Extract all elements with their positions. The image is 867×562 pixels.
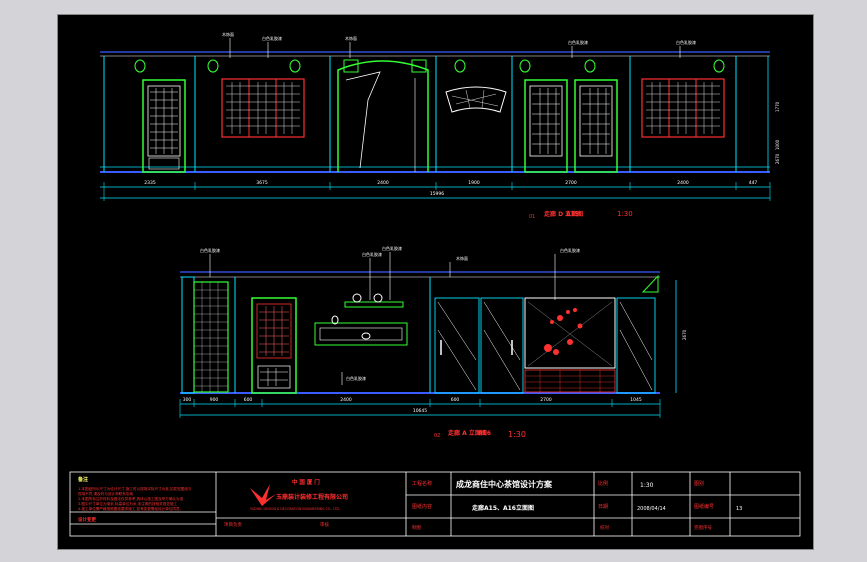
signoff-label: 审核: [320, 521, 329, 528]
lattice-door-right-2: [574, 79, 618, 173]
lattice-door-left: [142, 79, 186, 173]
elevation-title: 走廊 A 立面图: [448, 429, 487, 437]
elevation-title-id: A15: [566, 211, 579, 218]
signoff-label: 项目负责: [224, 521, 242, 528]
lattice-window-2: [641, 78, 725, 138]
callout-label: 白色乳胶漆: [382, 245, 402, 251]
dimension-total: 10645: [413, 408, 427, 414]
glass-doors: [434, 297, 656, 394]
tiled-column: [193, 281, 229, 393]
elevation-a15: [100, 38, 771, 201]
callout-label: 白色乳胶漆: [200, 247, 220, 253]
dimension-label: 3675: [256, 180, 268, 186]
dimension-label: 600: [244, 397, 253, 403]
signoff-label: 完图序号: [694, 524, 712, 531]
company-en: YUDING DESIGN & DECORATION ENGINEERING C…: [250, 507, 340, 511]
notes-line: 现场不符,请及时与设计师联系协商: [78, 491, 133, 496]
dimension-label: 300: [183, 397, 192, 403]
dimension-label: 2400: [340, 397, 352, 403]
signoff-label: 制图: [412, 524, 421, 531]
lattice-door-right-1: [524, 79, 568, 173]
arch-doorway: [337, 59, 429, 172]
feature-wall: [524, 297, 616, 393]
project-label: 工程名称: [412, 480, 432, 487]
design-change-label: 设计变更: [78, 516, 96, 523]
sheet-value: 13: [736, 506, 742, 512]
fan-window: [445, 86, 507, 113]
height-dimension: 1770: [775, 101, 780, 112]
title-block: [69, 471, 801, 537]
callout-label: 白色乳胶漆: [362, 251, 382, 257]
callout-label: 木饰面: [222, 31, 234, 37]
date-value: 2008/04/14: [637, 506, 666, 512]
dimension-label: 447: [749, 180, 758, 186]
dimension-label: 2400: [377, 180, 389, 186]
dimension-label: 2335: [144, 180, 156, 186]
wall-shelves: [314, 293, 408, 346]
dimension-label: 2700: [565, 180, 577, 186]
notes-label: 备注: [77, 476, 88, 483]
dimension-label: 2400: [677, 180, 689, 186]
elevation-scale: 1:30: [508, 430, 526, 439]
notes-line: 4.施工单位需严格按照图纸要求施工,如有变更需经设计单位同意。: [78, 506, 183, 511]
height-dimension: 1000: [775, 139, 780, 150]
height-dimension: 2670: [775, 153, 780, 164]
project-name: 成龙商住中心茶馆设计方案: [456, 479, 553, 489]
elevation-marker: 02: [434, 433, 440, 439]
callout-label: 白色乳胶漆: [560, 247, 580, 253]
elevation-title-id: A16: [478, 430, 491, 437]
callout-label: 白色乳胶漆: [262, 35, 282, 41]
drawing-name: 走廊A15、A16立面图: [472, 504, 534, 512]
elevation-scale: 1:30: [617, 210, 633, 218]
notes-line: 1.本图纸所示尺寸为设计尺寸,施工时以现场实际尺寸为准,如发现图纸与: [78, 486, 192, 491]
dimension-label: 900: [210, 397, 219, 403]
scale-value: 1:30: [640, 482, 654, 489]
dimension-label: 1045: [630, 397, 642, 403]
sheet-label: 图纸编号: [694, 503, 714, 510]
company-cn1: 中 国 厦 门: [292, 478, 320, 486]
callout-label: 白色乳胶漆: [676, 39, 696, 45]
drawing-label: 图纸内容: [412, 503, 432, 510]
notes-line: 2.本图所标注的材料及做法仅供参考,具体以施工图及甲方确认为准: [78, 496, 184, 501]
dimension-total: 15996: [430, 191, 444, 197]
callout-label: 木饰面: [456, 255, 468, 261]
scale-label: 比例: [598, 480, 608, 487]
elevation-title: 走廊 D 立面图: [544, 210, 583, 218]
callout-label: 白色乳胶漆: [568, 39, 588, 45]
company-cn2: 玉鼎装计装修工程有限公司: [276, 493, 348, 501]
dimension-label: 1900: [468, 180, 480, 186]
signoff-label: 校对: [600, 524, 609, 531]
height-dimension: 2670: [682, 329, 687, 340]
dimension-label: 600: [451, 397, 460, 403]
callout-label: 白色乳胶漆: [346, 375, 366, 381]
callout-label: 木饰面: [345, 35, 357, 41]
lattice-door-bottom: [251, 297, 297, 394]
dimension-label: 2700: [540, 397, 552, 403]
elevation-a16: [179, 252, 677, 418]
lattice-window-1: [221, 78, 305, 138]
company-logo: [250, 484, 276, 506]
date-label: 日期: [598, 504, 608, 510]
elevation-marker: 01: [529, 214, 535, 220]
drawing-no-label: 图别: [694, 480, 704, 487]
notes-line: 3.图中尺寸单位为毫米,标高单位为米,未注明的按相关规范施工: [78, 501, 178, 506]
